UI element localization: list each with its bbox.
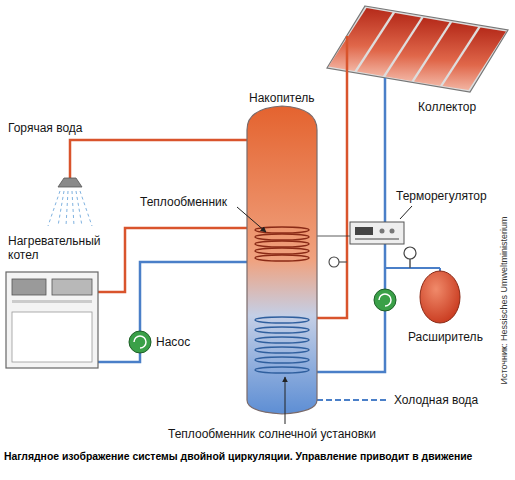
part-label: Терморегулятор: [396, 189, 487, 203]
part-label: Насос: [156, 335, 190, 349]
hot-pipe: [317, 36, 347, 318]
pump: [129, 331, 151, 353]
hot-water-pipe: [70, 140, 247, 178]
caption: Наглядное изображение системы двойной ци…: [4, 451, 511, 463]
expansion-pipe: [385, 267, 440, 269]
controller: [350, 222, 404, 244]
leader-line: [285, 377, 286, 424]
cold-water-pipe: [317, 399, 388, 401]
boiler-hot-pipe: [98, 228, 247, 292]
part-label: Теплообменник солнечной установки: [168, 427, 376, 441]
gauge-stub: [409, 259, 411, 268]
storage-tank: [247, 106, 317, 414]
pipe-label: Горячая вода: [8, 121, 83, 135]
shower: [48, 178, 92, 226]
part-label: Накопитель: [249, 91, 315, 105]
thermometer: [329, 257, 339, 267]
part-label: Теплообменник: [140, 195, 227, 209]
part-label: Расширитель: [408, 330, 483, 344]
boiler-return-pipe: [98, 262, 247, 362]
pipe-label: Холодная вода: [394, 393, 478, 407]
part-label: Коллектор: [418, 100, 476, 114]
source-note: Источник: Hessisches Umweltministerium: [499, 217, 510, 385]
solar-collector: [327, 6, 508, 92]
pressure-gauge: [404, 247, 416, 259]
leader-line: [237, 207, 266, 232]
thermometer-stub: [339, 261, 347, 262]
leader-line: [400, 206, 412, 219]
sensor-wire: [317, 236, 350, 237]
expansion-vessel: [420, 271, 460, 323]
part-label: Нагревательный котел: [8, 234, 120, 262]
pump: [374, 289, 396, 311]
boiler: [6, 272, 98, 368]
